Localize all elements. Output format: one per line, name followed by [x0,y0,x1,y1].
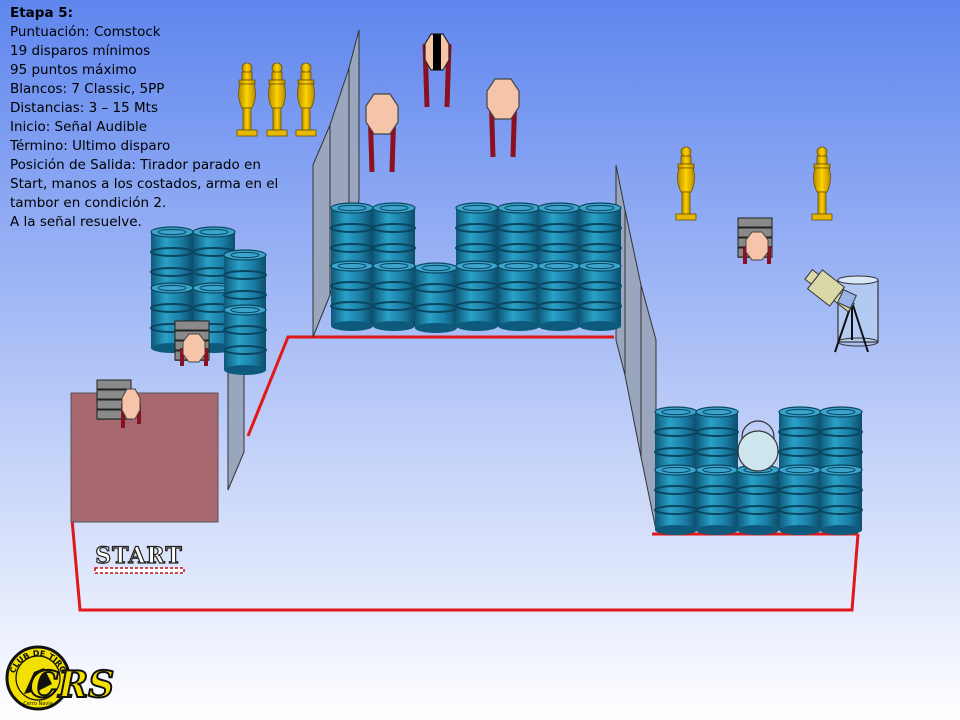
start-signal-text: Inicio: Señal Audible [10,119,148,135]
targets-text: Blancos: 7 Classic, 5PP [10,81,165,97]
barrel-target-right [737,217,773,264]
stage-info-panel: Etapa 5: Puntuación: Comstock 19 disparo… [10,4,300,232]
scoring-text: Puntuación: Comstock [10,24,161,40]
barrel-target-mid [174,320,210,366]
paper-target-icon [366,33,519,172]
start-text: START [95,543,182,569]
swinger-target-icon [804,269,879,353]
start-box [70,392,219,523]
procedure-text: A la señal resuelve. [10,214,142,230]
min-shots-text: 19 disparos mínimos [10,43,151,59]
no-shoot-ring-icon [737,420,779,472]
barrel-target-left [96,379,141,428]
logo-initials: CRS [30,664,115,706]
barrel-wall-center [330,202,622,334]
start-position-text: Posición de Salida: Tirador parado en St… [10,157,279,211]
start-label: START [94,542,185,574]
max-points-text: 95 puntos máximo [10,62,137,78]
end-text: Término: Ultimo disparo [10,138,171,154]
stage-title: Etapa 5: [10,5,74,21]
logo-sub-text: Cerro Navia [23,701,52,707]
distances-text: Distancias: 3 – 15 Mts [10,100,158,116]
logo-icon: CLUB DE TIRO CRS Cerro Navia [5,645,115,711]
